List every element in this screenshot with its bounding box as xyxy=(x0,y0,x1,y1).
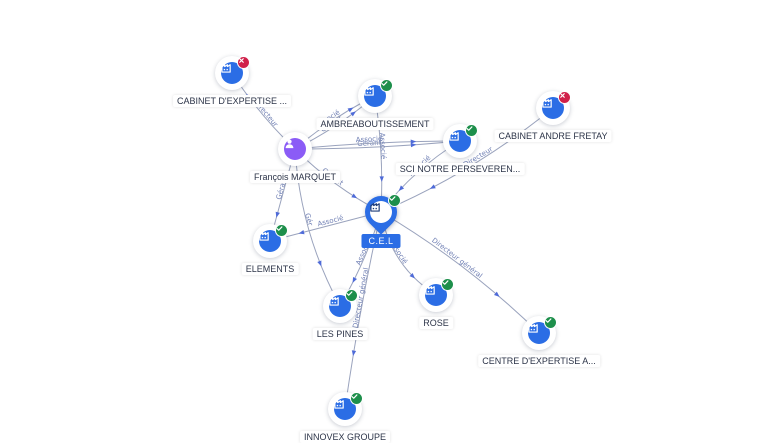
edge-arrow xyxy=(351,193,358,199)
check-icon xyxy=(345,289,358,302)
edge-arrow xyxy=(352,276,358,283)
edge-arrow xyxy=(410,139,417,144)
building-icon xyxy=(221,62,243,84)
node-label: LES PINES xyxy=(312,328,368,340)
edge-arrow xyxy=(298,229,305,235)
graph-edge[interactable] xyxy=(294,140,461,150)
center-node-label: C.E.L xyxy=(361,234,401,248)
edge-arrow xyxy=(429,184,436,189)
building-icon xyxy=(329,295,351,317)
edge-arrow xyxy=(410,142,417,148)
node-label: CABINET D'EXPERTISE ... xyxy=(173,95,291,107)
building-icon xyxy=(449,130,471,152)
graph-edge[interactable] xyxy=(294,140,461,150)
person-icon xyxy=(284,138,306,160)
edge-label: Directeur général xyxy=(430,236,484,280)
graph-edge[interactable] xyxy=(380,211,540,334)
node-label: ROSE xyxy=(419,317,453,329)
edge-arrow xyxy=(275,211,280,218)
edge-label: Associé xyxy=(356,135,383,144)
edge-arrow xyxy=(379,176,384,182)
cross-icon xyxy=(558,91,571,104)
check-icon xyxy=(275,224,288,237)
node-label: CABINET ANDRE FRETAY xyxy=(494,130,612,142)
node-label: CENTRE D'EXPERTISE A... xyxy=(478,355,600,367)
building-icon xyxy=(334,398,356,420)
building-icon xyxy=(542,97,564,119)
edge-arrow xyxy=(350,111,356,117)
edge-arrow xyxy=(409,272,415,279)
check-icon xyxy=(465,124,478,137)
edge-arrow xyxy=(398,185,405,191)
node-label: ELEMENTS xyxy=(241,263,299,275)
edge-arrow xyxy=(317,260,322,267)
building-icon xyxy=(364,85,386,107)
check-icon xyxy=(388,194,401,207)
node-label: AMBREABOUTISSEMENT xyxy=(316,118,434,130)
node-label: SCI NOTRE PERSEVEREN... xyxy=(395,163,525,175)
edge-label: Associé xyxy=(378,133,387,160)
edge-arrow xyxy=(493,291,500,297)
edge-arrow xyxy=(347,107,354,113)
graph-edge[interactable] xyxy=(294,148,341,307)
check-icon xyxy=(380,79,393,92)
building-icon xyxy=(528,322,550,344)
check-icon xyxy=(544,316,557,329)
check-icon xyxy=(441,278,454,291)
building-icon xyxy=(425,284,447,306)
building-icon xyxy=(370,201,392,223)
cross-icon xyxy=(237,56,250,69)
check-icon xyxy=(350,392,363,405)
building-icon xyxy=(259,230,281,252)
edge-label: Associé xyxy=(317,214,345,228)
edge-label: Gér xyxy=(303,212,314,226)
node-label: INNOVEX GROUPE xyxy=(299,431,391,443)
node-label: François MARQUET xyxy=(249,171,341,183)
edge-arrow xyxy=(351,350,357,357)
